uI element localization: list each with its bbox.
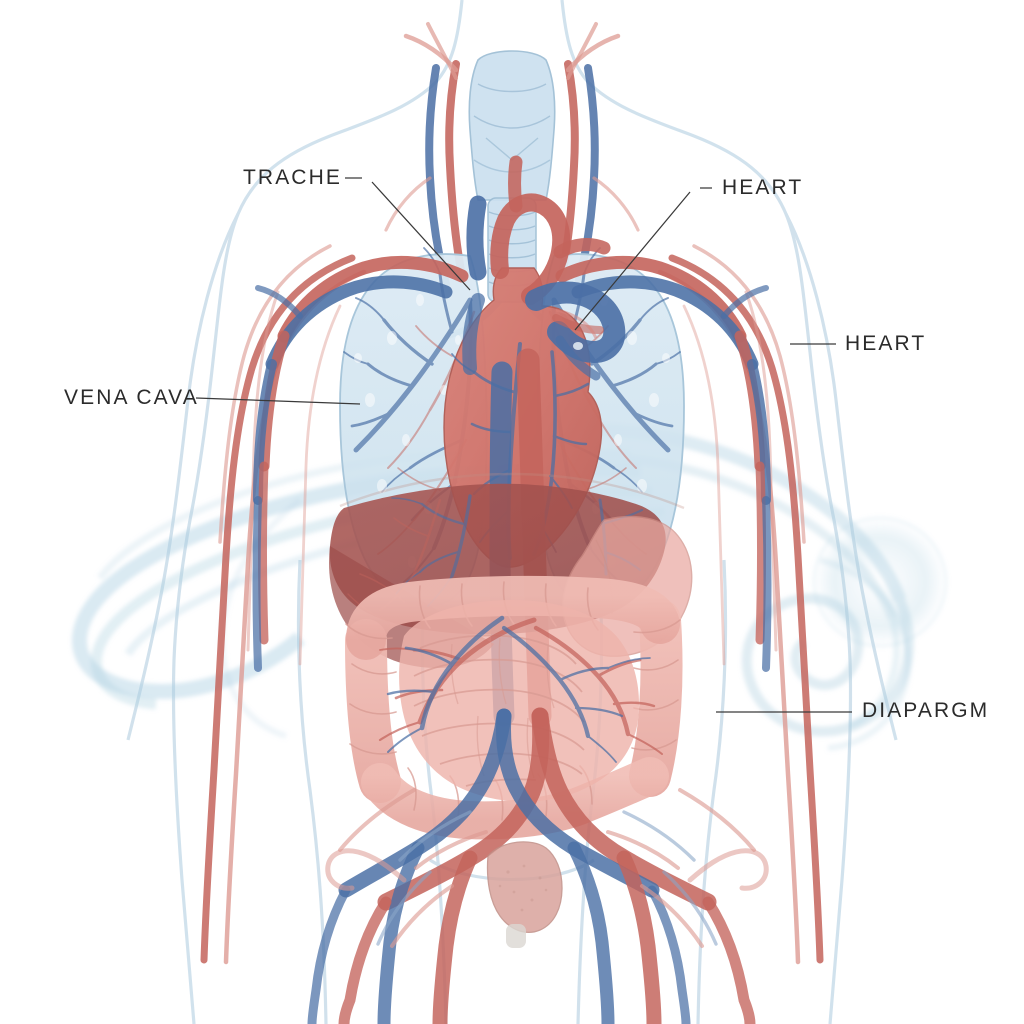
label-trachea: TRACHE <box>243 166 342 189</box>
leader-lines <box>195 177 852 713</box>
bladder <box>486 841 563 948</box>
iliac-bifurcation <box>307 707 769 1024</box>
label-diaphragm: DIAPARGM <box>862 699 990 722</box>
larynx <box>468 50 556 201</box>
leader-heart-upper-2 <box>574 191 691 331</box>
label-heart-upper: HEART <box>722 176 804 199</box>
label-vena-cava: VENA CAVA <box>64 386 199 409</box>
leader-trachea-2 <box>371 181 471 291</box>
body-silhouette <box>126 0 898 1024</box>
subclavian-vessels <box>252 255 772 672</box>
mesenteric-vessels <box>378 615 663 763</box>
small-intestine <box>399 600 640 802</box>
label-heart-lower: HEART <box>845 332 927 355</box>
leader-vena-cava <box>195 397 361 405</box>
diaphragm <box>339 472 685 510</box>
